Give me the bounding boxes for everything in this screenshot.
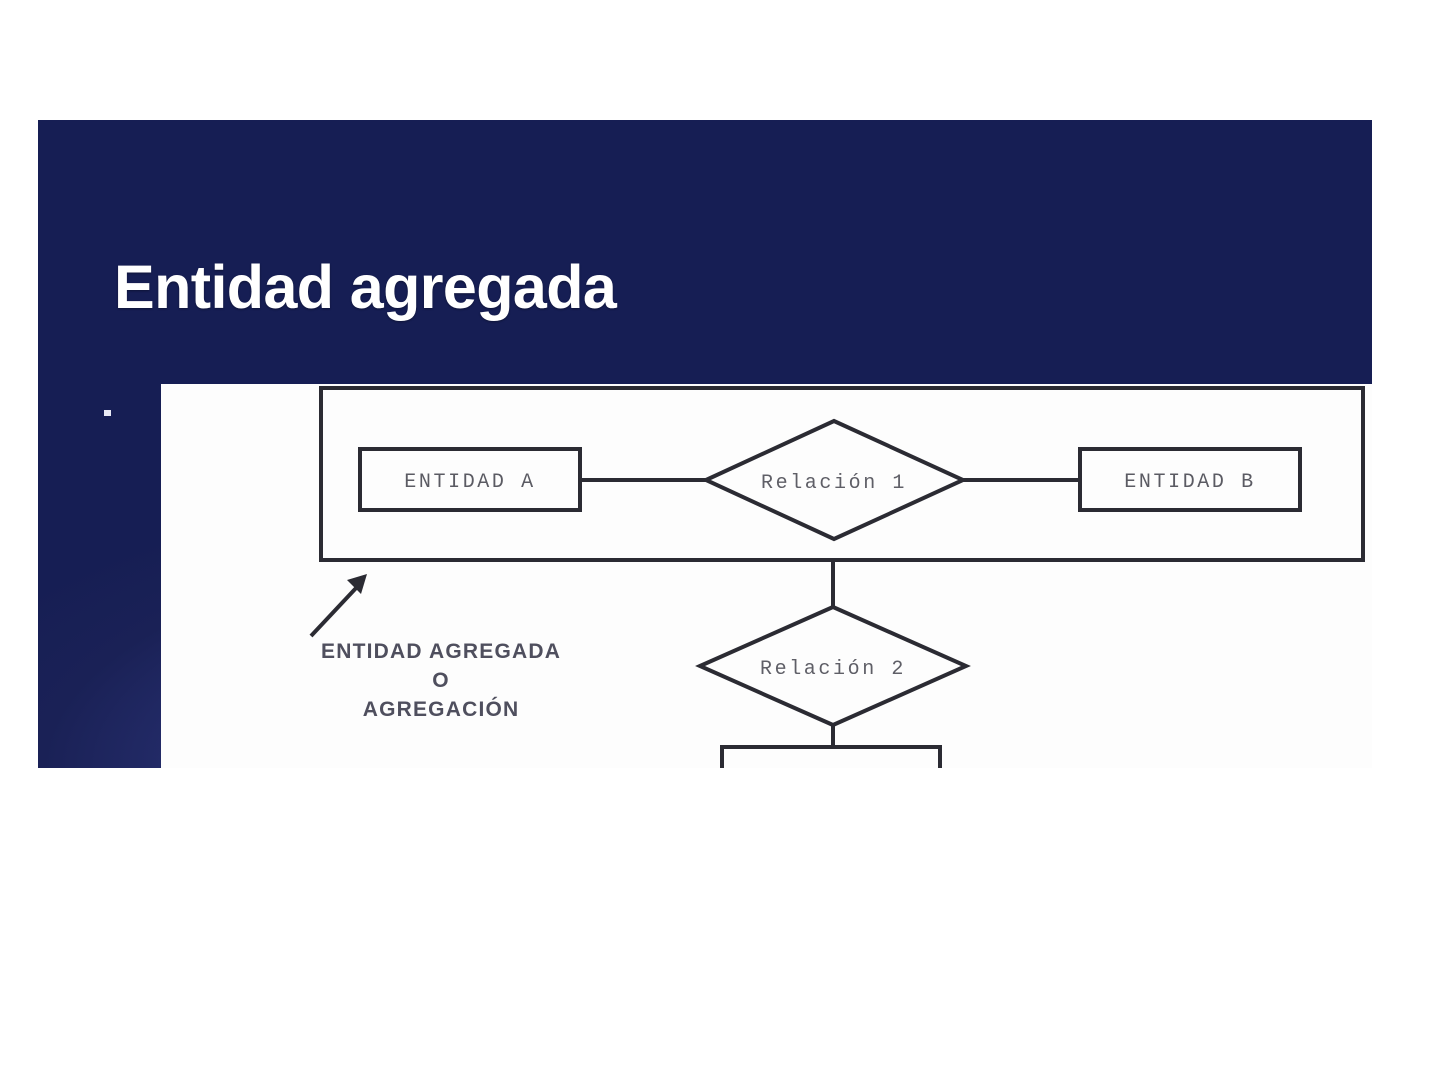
entity-box-entidad-c	[720, 745, 942, 768]
annotation-line-2: O	[432, 669, 450, 692]
relationship-label-relacion-2: Relación 2	[760, 658, 906, 681]
page-title: Entidad agregada	[114, 253, 617, 321]
relationship-diamond-relacion-2	[695, 604, 971, 728]
relationship-label-relacion-1: Relación 1	[761, 472, 907, 495]
entity-label-entidad-b: ENTIDAD B	[1124, 471, 1255, 494]
er-diagram-canvas: ENTIDAD A ENTIDAD B Relación 1 Relación …	[309, 386, 1365, 768]
entity-box-entidad-a	[358, 447, 582, 512]
annotation-arrow-shaft	[309, 585, 359, 638]
entity-box-entidad-b	[1078, 447, 1302, 512]
annotation-line-1: ENTIDAD AGREGADA	[321, 640, 561, 663]
annotation-arrow-head-icon	[347, 574, 367, 594]
presentation-slide: Entidad agregada ENTIDAD A ENTIDAD B	[38, 120, 1372, 768]
bullet-point-marker	[104, 410, 111, 416]
relationship-diamond-relacion-1	[701, 418, 968, 542]
aggregation-boundary-box	[319, 386, 1365, 562]
entity-label-entidad-a: ENTIDAD A	[404, 471, 535, 494]
er-diagram-panel: ENTIDAD A ENTIDAD B Relación 1 Relación …	[161, 384, 1372, 768]
annotation-line-3: AGREGACIÓN	[363, 697, 520, 721]
